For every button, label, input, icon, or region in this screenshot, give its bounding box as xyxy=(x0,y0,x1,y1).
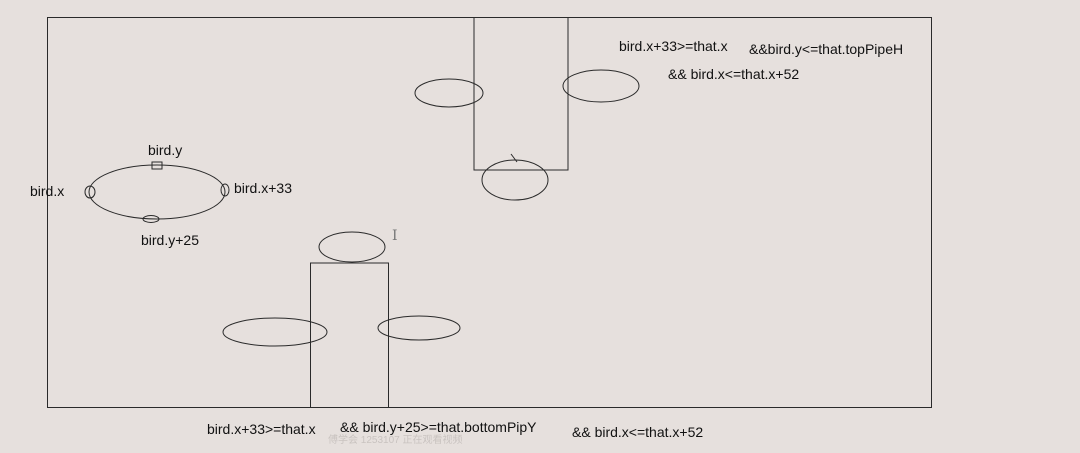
bird-right-marker xyxy=(220,183,230,197)
top-pipe-tick-mark xyxy=(510,153,518,163)
bird-y-label: bird.y xyxy=(148,142,182,158)
bottom-pipe-right-bird xyxy=(377,315,461,341)
bird-x-plus-33-label: bird.x+33 xyxy=(234,180,292,196)
top-pipe-condition-line2: && bird.x<=that.x+52 xyxy=(668,66,799,82)
top-pipe-condition-line1-part1: bird.x+33>=that.x xyxy=(619,38,728,54)
bird-bottom-marker xyxy=(142,215,160,223)
bottom-pipe-condition-part2: && bird.y+25>=that.bottomPipY xyxy=(340,419,537,435)
top-pipe-below-bird xyxy=(481,159,549,201)
bird-ellipse xyxy=(88,164,226,220)
top-pipe-left-bird xyxy=(414,78,484,108)
bird-left-marker xyxy=(84,185,96,199)
bird-top-marker xyxy=(151,161,163,170)
bird-y-plus-25-label: bird.y+25 xyxy=(141,232,199,248)
bottom-pipe xyxy=(310,262,389,408)
top-pipe-condition-line1-part2: &&bird.y<=that.topPipeH xyxy=(749,41,903,57)
bird-x-label: bird.x xyxy=(30,183,64,199)
top-pipe-right-bird xyxy=(562,69,640,103)
text-cursor-icon: I xyxy=(392,228,398,244)
bottom-pipe-above-bird xyxy=(318,231,386,263)
viewer-watermark: 傅学会 1253107 正在观看视频 xyxy=(328,433,463,446)
top-pipe xyxy=(473,17,569,171)
bottom-pipe-condition-part3: && bird.x<=that.x+52 xyxy=(572,424,703,440)
bottom-pipe-left-bird xyxy=(222,317,328,347)
bottom-pipe-condition-part1: bird.x+33>=that.x xyxy=(207,421,316,437)
